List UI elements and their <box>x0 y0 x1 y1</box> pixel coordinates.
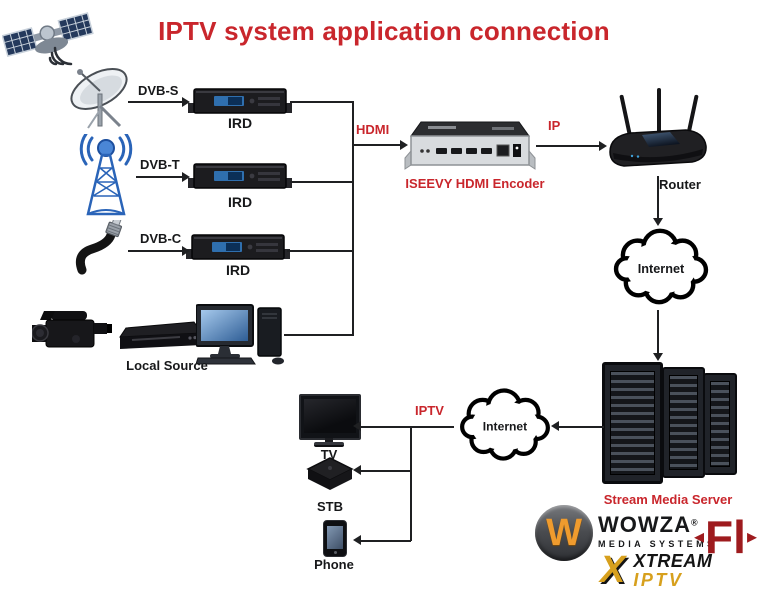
server-internet-line <box>559 426 604 428</box>
wowza-registered-mark: ® <box>690 517 698 528</box>
server-rack <box>662 367 705 478</box>
arrowhead-down <box>653 218 663 226</box>
ip-link-label: IP <box>548 118 561 133</box>
arrowhead-down <box>653 353 663 361</box>
xtream-x-icon: X <box>600 549 626 590</box>
ird-label: IRD <box>227 194 253 210</box>
phone-label: Phone <box>314 557 354 572</box>
ird3-bus-line <box>287 250 353 252</box>
ird-device <box>188 88 292 114</box>
dvb-s-label: DVB-S <box>138 83 179 98</box>
wowza-badge-letter: W <box>546 512 582 554</box>
arrowhead-right <box>182 246 190 256</box>
flussonic-text: Fl <box>705 511 746 563</box>
computer-icon <box>196 304 284 365</box>
arrowhead-left <box>353 421 361 431</box>
internet-cloud: Internet <box>460 388 550 461</box>
source-bus-line <box>352 101 354 336</box>
internet-label: Internet <box>483 420 527 434</box>
router-internet-line <box>657 176 659 220</box>
arrowhead-right <box>182 172 190 182</box>
stream-media-server <box>602 362 737 490</box>
video-camera-icon <box>32 311 112 348</box>
hdmi-link-label: HDMI <box>356 122 390 137</box>
right-arrow-icon: ▸ <box>746 526 757 548</box>
arrowhead-left <box>353 465 361 475</box>
ird1-bus-line <box>290 101 353 103</box>
server-rack <box>602 362 663 484</box>
satellite-dish-icon <box>70 68 128 129</box>
arrowhead-left <box>551 421 559 431</box>
phone-icon <box>323 520 347 557</box>
link-dvb-t-line <box>136 176 183 178</box>
xtream-iptv-logo: X XTREAM IPTV <box>600 550 712 590</box>
local-bus-line <box>284 334 353 336</box>
link-dvb-s-line <box>128 101 183 103</box>
iptv-link-label: IPTV <box>415 403 444 418</box>
wowza-name: WOWZA <box>598 512 691 537</box>
stb-icon <box>306 457 354 490</box>
link-iptv-line <box>361 426 454 428</box>
ird-label: IRD <box>227 115 253 131</box>
server-label: Stream Media Server <box>603 492 733 507</box>
encoder-label: ISEEVY HDMI Encoder <box>405 176 545 191</box>
router-device <box>609 88 707 167</box>
ird-device <box>188 163 292 189</box>
dvd-player-icon <box>119 321 203 349</box>
server-rack <box>703 373 737 475</box>
coax-cable-icon <box>75 220 123 275</box>
left-arrow-icon: ◂ <box>694 526 705 548</box>
arrowhead-right <box>182 97 190 107</box>
tv-label: TV <box>320 447 338 462</box>
router-label: Router <box>659 177 701 192</box>
radio-tower-icon <box>79 134 133 216</box>
internet-server-line <box>657 310 659 355</box>
xtream-line1: XTREAM <box>633 550 713 571</box>
local-source-label: Local Source <box>126 358 208 373</box>
dvb-c-label: DVB-C <box>140 231 182 246</box>
arrowhead-right <box>599 141 607 151</box>
ird2-bus-line <box>290 181 353 183</box>
ird-device <box>186 234 290 260</box>
arrowhead-right <box>400 140 408 150</box>
hdmi-encoder-device <box>404 121 536 170</box>
xtream-line2: IPTV <box>633 569 684 590</box>
link-ip-line <box>536 145 600 147</box>
ird-label: IRD <box>225 262 251 278</box>
internet-label: Internet <box>638 262 685 276</box>
stb-label: STB <box>317 499 343 514</box>
page-title: IPTV system application connection <box>158 16 610 46</box>
client-bus-line <box>410 426 412 541</box>
phone-line <box>361 540 411 542</box>
dvb-t-label: DVB-T <box>140 157 180 172</box>
internet-cloud: Internet <box>613 228 709 305</box>
flussonic-logo: ◂ Fl ▸ <box>694 508 757 566</box>
satellite-icon <box>2 12 94 66</box>
arrowhead-left <box>353 535 361 545</box>
link-dvb-c-line <box>128 250 183 252</box>
link-hdmi-line <box>353 144 401 146</box>
wowza-tagline: MEDIA SYSTEMS <box>598 539 717 549</box>
stb-line <box>361 470 411 472</box>
wowza-badge-icon: W <box>535 505 593 561</box>
